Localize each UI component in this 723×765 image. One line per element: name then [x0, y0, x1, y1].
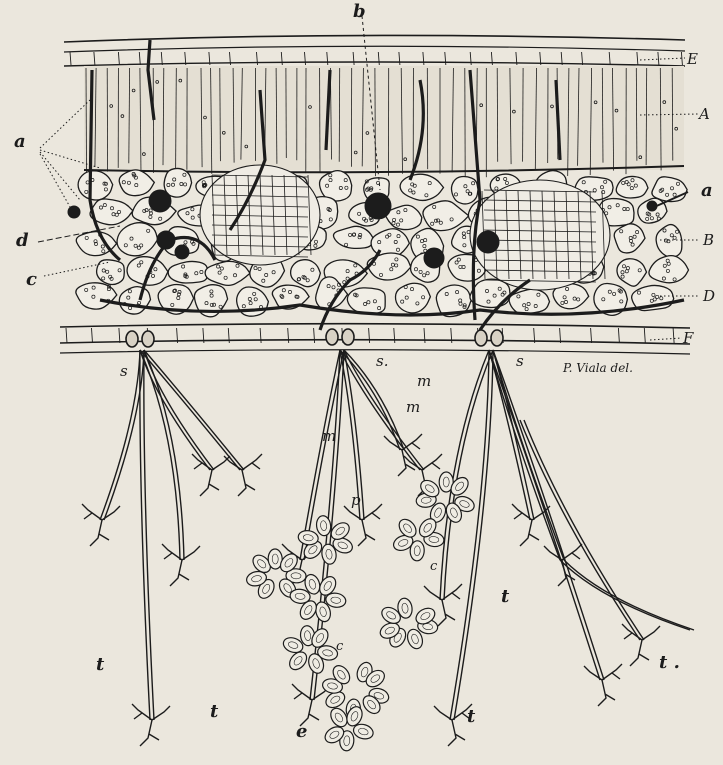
label-t-5: t .: [659, 654, 680, 672]
palisade-layer: [84, 66, 684, 178]
label-d: d: [16, 232, 29, 250]
label-s-2: s.: [376, 354, 388, 369]
label-F: F: [683, 331, 693, 346]
label-m-3: m: [322, 429, 336, 444]
label-E: E: [687, 52, 698, 67]
label-b: b: [353, 3, 366, 21]
label-B: B: [703, 233, 714, 248]
label-A: A: [699, 107, 710, 122]
label-p: p: [351, 493, 361, 508]
label-e: e: [296, 723, 307, 741]
label-a-left: a: [14, 133, 26, 151]
label-s-3: s: [516, 354, 524, 369]
label-m-1: m: [417, 374, 431, 389]
label-D: D: [703, 289, 715, 304]
label-a-right: a: [701, 182, 713, 200]
label-t-1: t: [96, 656, 104, 674]
label-c-mid-1: c: [430, 560, 437, 573]
label-t-2: t: [210, 703, 218, 721]
label-s-1: s: [120, 364, 128, 379]
label-t-3: t: [501, 588, 509, 606]
label-m-2: m: [406, 400, 420, 415]
label-c-mid-2: c: [336, 640, 343, 653]
label-t-4: t: [467, 708, 475, 726]
illustrator-credit: P. Viala del.: [563, 362, 633, 374]
label-c-left: c: [26, 271, 37, 289]
